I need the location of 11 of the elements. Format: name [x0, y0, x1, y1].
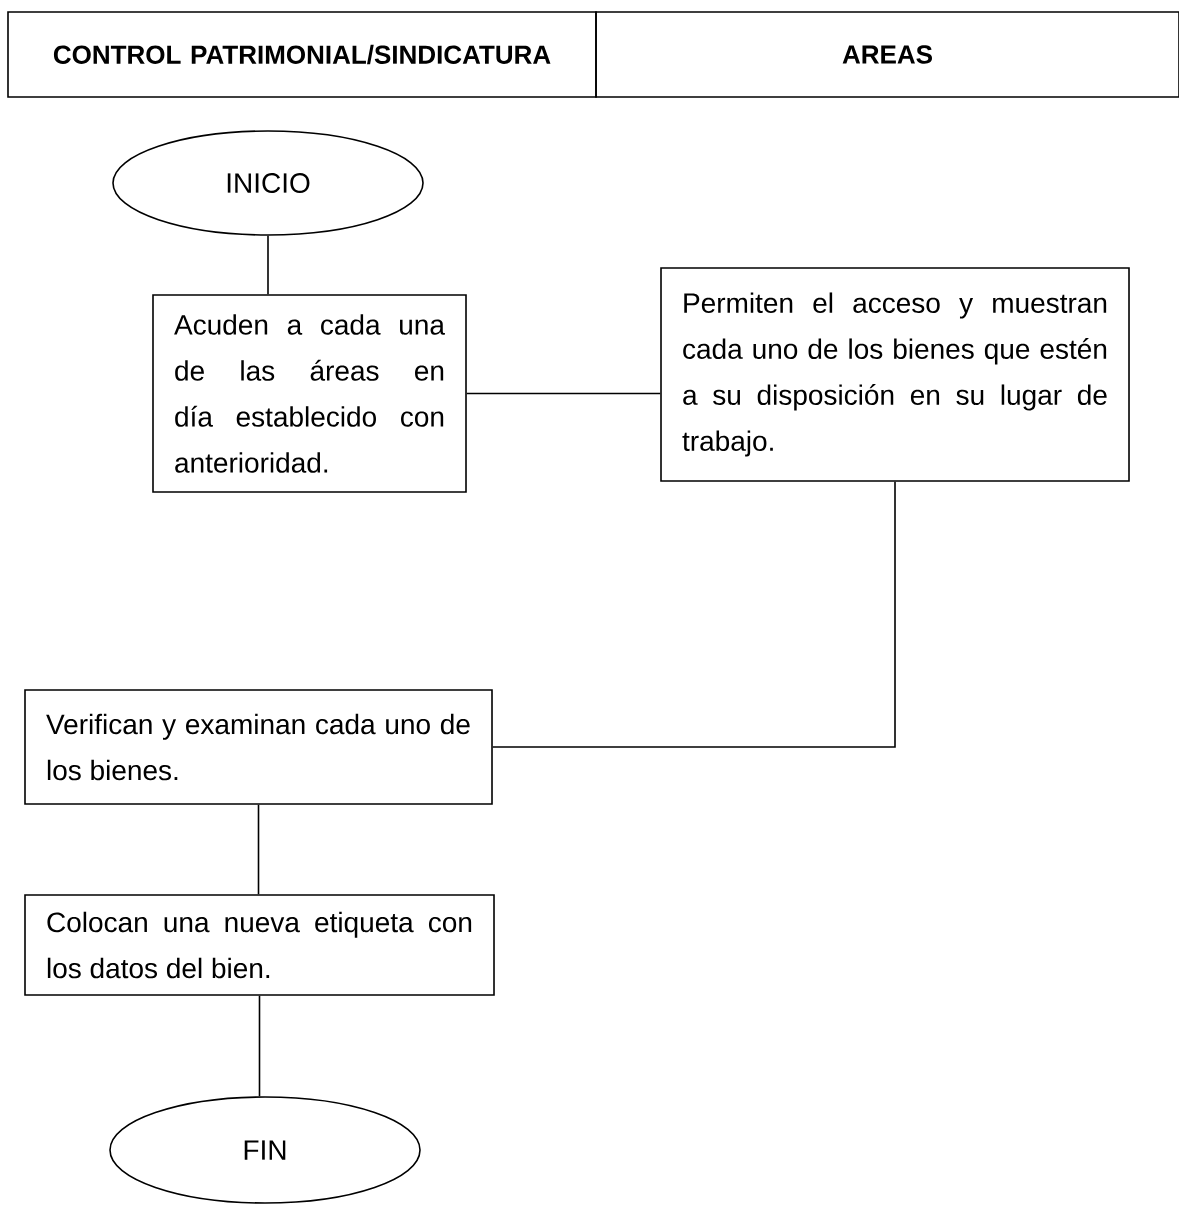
column-header: AREAS: [595, 11, 1179, 98]
connector-line: [267, 235, 269, 295]
connector-line: [258, 995, 261, 1097]
process-box: Permiten el acceso y muestran cada uno de los bienes que estén a su disposición en su lugar de trabajo.: [660, 267, 1130, 482]
process-box: Verifican y examinan cada uno de los bienes.: [24, 689, 493, 805]
connector-line: [466, 392, 661, 395]
process-box: Colocan una nueva etiqueta con los datos del bien.: [24, 894, 495, 996]
connector-line: [492, 481, 896, 748]
connector-line: [257, 804, 260, 895]
process-box: Acuden a cada una de las áreas en día establecido con anterioridad.: [152, 294, 467, 493]
column-header: CONTROL PATRIMONIAL/SINDICATURA: [7, 11, 597, 98]
